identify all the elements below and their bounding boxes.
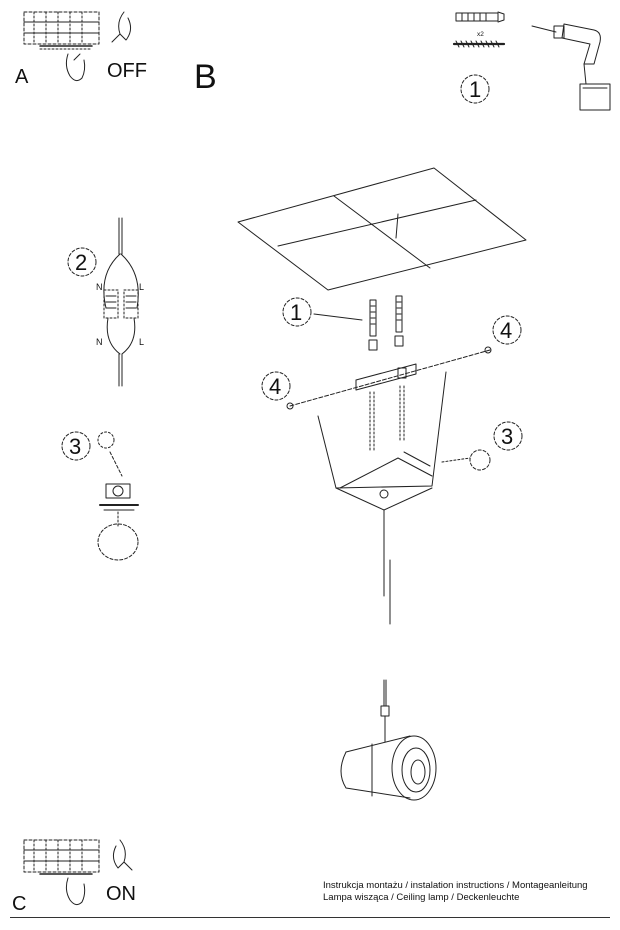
wall-plug-icon: [369, 295, 403, 337]
panel-a-state: OFF: [107, 60, 147, 82]
panel-c-state: ON: [106, 883, 136, 905]
step-4-right: 4: [500, 318, 512, 343]
mounting-bracket: 4 4: [261, 315, 522, 453]
tools-group: x2 1: [452, 11, 611, 111]
step-4-left: 4: [269, 374, 281, 399]
hand-icon: [65, 877, 86, 906]
hand-icon: [65, 53, 86, 82]
drill-icon: [531, 23, 611, 111]
footer-line-2: Lampa wisząca / Ceiling lamp / Deckenleu…: [323, 892, 520, 903]
ceiling-icon: [237, 167, 527, 291]
step-2-number: 2: [75, 250, 87, 275]
footer-divider: [10, 917, 610, 918]
footer-line-1: Instrukcja montażu / instalation instruc…: [323, 880, 588, 891]
wire-label-neutral-bottom: N: [96, 337, 103, 347]
switch-arrow-icon: [112, 839, 133, 871]
canopy: 3: [317, 371, 523, 511]
wire-label-neutral-top: N: [96, 282, 103, 292]
panel-b-letter: B: [194, 58, 217, 96]
anchors-group: 1: [282, 295, 404, 351]
switchboard-icon: [23, 839, 100, 875]
wire-label-live-top: L: [139, 282, 144, 292]
cover-detail: 3: [61, 431, 139, 561]
panel-a-letter: A: [15, 66, 29, 88]
step-1-tools: 1: [469, 77, 481, 102]
panel-c-letter: C: [12, 893, 26, 915]
switch-arrow-icon: [111, 11, 132, 43]
step-3-number-left: 3: [69, 434, 81, 459]
panel-c: C ON: [12, 839, 136, 915]
screw-count: x2: [477, 31, 484, 38]
switchboard-icon: [23, 11, 100, 50]
wiring-detail: N L N L 2: [67, 217, 144, 387]
step-1-anchors: 1: [290, 300, 302, 325]
lamp-icon: [340, 735, 437, 801]
screw-icon: [452, 40, 506, 48]
wall-plug-icon: [455, 11, 505, 23]
footer-caption: Instrukcja montażu / instalation instruc…: [323, 880, 588, 904]
screw-icon: [368, 335, 404, 351]
suspension-cable: [380, 509, 391, 743]
panel-a: A OFF: [15, 11, 147, 88]
wire-label-live-bottom: L: [139, 337, 144, 347]
step-3-number-right: 3: [501, 424, 513, 449]
